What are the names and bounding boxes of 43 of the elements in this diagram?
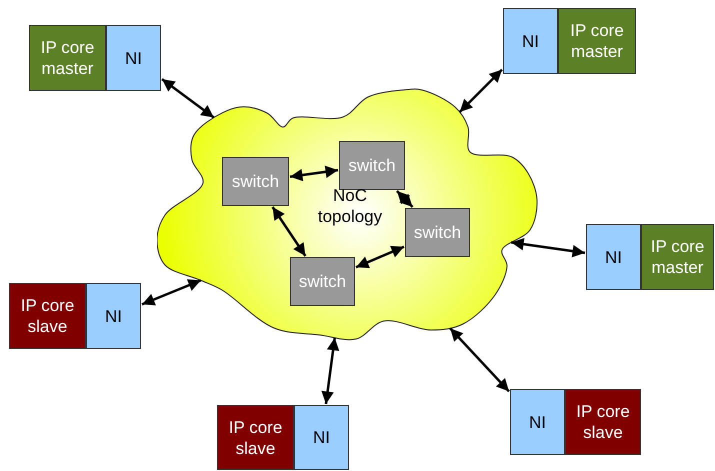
double-arrow [396, 190, 414, 208]
ip-core-box [558, 8, 636, 74]
double-arrow [290, 166, 338, 182]
double-arrow [458, 68, 503, 113]
switch-box [222, 157, 289, 206]
switch-box [405, 208, 470, 257]
box-label: IP core slave [575, 401, 631, 443]
box-label: IP core master [40, 37, 96, 79]
double-arrow [161, 78, 215, 119]
switch-box [290, 257, 355, 306]
double-arrow [449, 328, 510, 392]
box-label: NI [313, 427, 330, 448]
box-label: switch [414, 222, 462, 243]
ip-core-box [9, 283, 86, 349]
box-label: IP core slave [20, 295, 76, 337]
box-label: NI [529, 412, 546, 432]
double-arrow [356, 246, 404, 268]
switch-box [339, 141, 405, 190]
double-arrow [321, 338, 340, 404]
network-interface-box [503, 8, 558, 74]
double-arrow [142, 279, 202, 306]
ip-core-box [641, 224, 714, 290]
box-label: IP core master [650, 236, 706, 278]
double-arrow [272, 206, 306, 257]
box-label: IP core slave [228, 416, 284, 458]
box-label: NI [125, 48, 142, 68]
box-label: switch [232, 171, 280, 192]
network-interface-box [106, 25, 161, 91]
double-arrow [511, 238, 586, 258]
box-label: switch [298, 271, 346, 292]
ip-core-box [565, 389, 641, 455]
network-interface-box [294, 405, 349, 470]
box-label: NI [105, 306, 122, 326]
box-label: NI [522, 30, 539, 52]
ip-core-box [217, 405, 294, 470]
cloud-label: NoC topology [316, 185, 384, 227]
box-label: switch [348, 155, 396, 176]
network-interface-box [586, 224, 641, 290]
network-interface-box [510, 389, 565, 455]
box-label: NI [605, 246, 622, 268]
box-label: IP core master [569, 20, 625, 62]
ip-core-box [29, 25, 106, 91]
network-interface-box [86, 283, 141, 349]
